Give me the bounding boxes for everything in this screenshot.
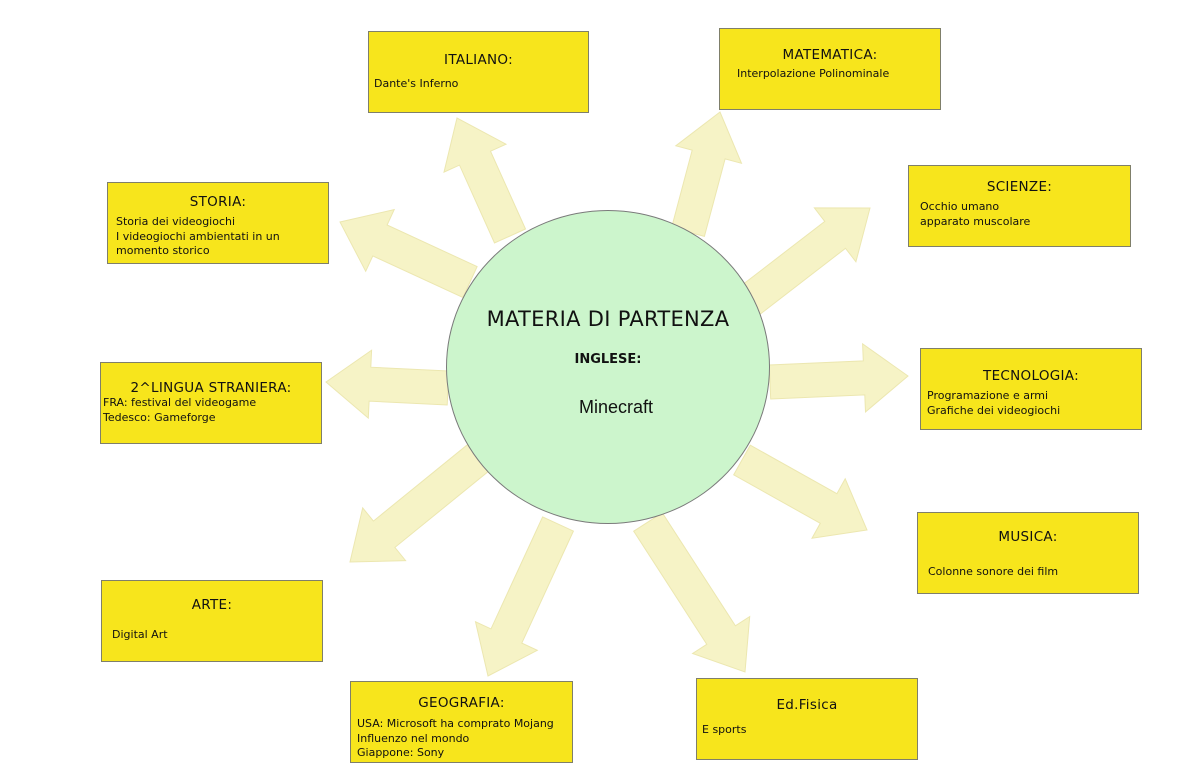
box-italiano-title: ITALIANO: bbox=[444, 52, 513, 68]
box-arte-title: ARTE: bbox=[191, 597, 233, 613]
center-subject: INGLESE: bbox=[574, 352, 642, 367]
box-scienze-content: Occhio umano apparato muscolare bbox=[920, 200, 1031, 228]
arrow-tecnologia bbox=[768, 342, 909, 413]
arrow-geografia bbox=[474, 516, 575, 677]
arrow-scienze bbox=[736, 207, 871, 317]
center-title: MATERIA DI PARTENZA bbox=[486, 307, 730, 331]
arrow-edfisica bbox=[633, 512, 751, 673]
box-edfisica-title: Ed.Fisica bbox=[776, 697, 838, 713]
box-lingua: 2^LINGUA STRANIERA: FRA: festival del vi… bbox=[100, 362, 322, 444]
box-storia: STORIA: Storia dei videogiochi I videogi… bbox=[107, 182, 329, 264]
box-edfisica-content: E sports bbox=[702, 723, 747, 736]
box-geografia-title: GEOGRAFIA: bbox=[418, 695, 505, 711]
box-matematica-content: Interpolazione Polinominale bbox=[737, 67, 890, 80]
box-geografia-content: USA: Microsoft ha comprato Mojang Influe… bbox=[357, 717, 554, 759]
box-tecnologia: TECNOLOGIA: Programazione e armi Grafich… bbox=[920, 348, 1142, 430]
box-tecnologia-title: TECNOLOGIA: bbox=[983, 368, 1079, 384]
box-musica-content: Colonne sonore dei film bbox=[928, 565, 1059, 578]
box-musica: MUSICA: Colonne sonore dei film bbox=[917, 512, 1139, 594]
box-arte-content: Digital Art bbox=[112, 628, 168, 641]
box-geografia: GEOGRAFIA: USA: Microsoft ha comprato Mo… bbox=[350, 681, 573, 763]
arrow-musica bbox=[733, 444, 868, 539]
box-scienze: SCIENZE: Occhio umano apparato muscolare bbox=[908, 165, 1131, 247]
box-scienze-title: SCIENZE: bbox=[986, 179, 1053, 195]
box-edfisica: Ed.Fisica E sports bbox=[696, 678, 918, 760]
box-matematica: MATEMATICA: Interpolazione Polinominale bbox=[719, 28, 941, 110]
box-musica-title: MUSICA: bbox=[998, 529, 1058, 545]
box-tecnologia-content: Programazione e armi Grafiche dei videog… bbox=[927, 389, 1061, 417]
box-italiano: ITALIANO: Dante's Inferno bbox=[368, 31, 589, 113]
box-arte: ARTE: Digital Art bbox=[101, 580, 323, 662]
arrow-matematica bbox=[670, 111, 743, 238]
box-italiano-content: Dante's Inferno bbox=[374, 77, 459, 90]
box-matematica-title: MATEMATICA: bbox=[782, 47, 878, 63]
box-storia-content: Storia dei videogiochi I videogiochi amb… bbox=[116, 215, 280, 257]
box-storia-title: STORIA: bbox=[189, 194, 247, 210]
box-lingua-title: 2^LINGUA STRANIERA: bbox=[130, 380, 292, 396]
center-topic: Minecraft bbox=[578, 397, 654, 417]
arrow-italiano bbox=[443, 117, 527, 244]
arrow-lingua bbox=[325, 349, 450, 420]
arrow-storia bbox=[339, 208, 478, 299]
center-circle bbox=[446, 210, 770, 524]
box-lingua-content: FRA: festival del videogame Tedesco: Gam… bbox=[103, 396, 257, 424]
arrow-arte bbox=[349, 444, 490, 563]
